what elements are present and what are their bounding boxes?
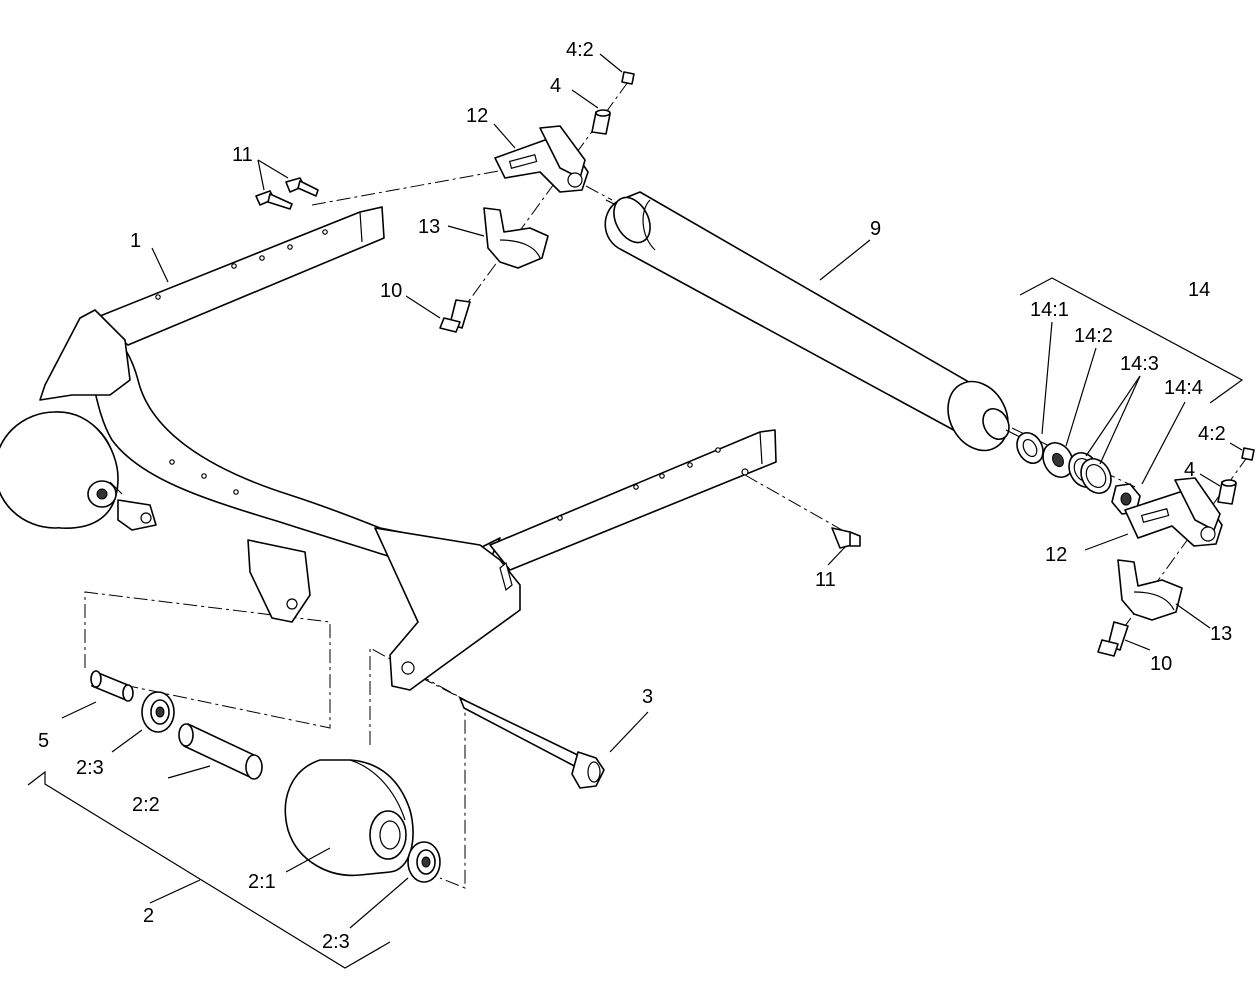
callout-4-right: 4 [1184,459,1195,481]
callout-13-top: 13 [418,216,440,238]
callout-5: 5 [38,730,49,752]
spacer-4-top [591,109,611,135]
callout-4-2-right: 4:2 [1198,423,1226,445]
axle-bolt-3 [459,697,605,789]
callout-2: 2 [143,905,154,927]
roller-bracket-12-right [1124,477,1223,547]
callout-10-right: 10 [1150,653,1172,675]
grease-fitting-4-2-top [621,71,635,85]
bolt-10-top [439,299,471,333]
callout-4-top: 4 [550,75,561,97]
callout-14-2: 14:2 [1074,325,1113,347]
callout-2-3-right: 2:3 [322,931,350,953]
bearing-14-2 [1042,442,1074,478]
bearing-14-1 [1016,431,1044,465]
callout-2-2: 2:2 [132,794,160,816]
callout-11-right: 11 [815,569,836,591]
callout-12-right: 12 [1045,544,1067,566]
leader-lines [61,53,1243,929]
front-frame-assembly [39,206,777,691]
callout-9: 9 [870,218,881,240]
callout-2-3-left: 2:3 [76,757,104,779]
assembly-bracket-2 [27,770,391,969]
bearing-2-3-left [141,691,175,733]
callout-3: 3 [642,686,653,708]
spacer-4-right [1217,479,1237,505]
assembly-bracket-14 [1019,277,1244,404]
clip-13-top [483,207,549,269]
caster-wheel-2-1 [284,759,414,877]
clip-13-right [1117,559,1183,621]
roller-tube-9 [604,191,1023,452]
callout-14-4: 14:4 [1164,377,1203,399]
bearing-2-3-right [407,841,441,883]
callout-2-1: 2:1 [248,871,276,893]
bolt-10-right [1097,621,1129,657]
grease-fitting-4-2-right [1241,447,1255,461]
callout-14-1: 14:1 [1030,299,1069,321]
callout-4-2-top: 4:2 [566,39,594,61]
seal-14-3 [1068,452,1112,494]
bolt-11-right [831,527,861,549]
callout-14-3: 14:3 [1120,353,1159,375]
callout-1: 1 [130,230,141,252]
callout-10-top: 10 [380,280,402,302]
callout-labels: 1 2 2:1 2:2 2:3 2:3 3 4 4 4:2 4:2 5 9 10… [38,39,1232,953]
bolts-11-left [255,177,319,210]
spacer-5 [90,670,134,702]
spacer-2-2 [178,723,263,780]
mounted-caster-wheel [0,411,123,529]
callout-14: 14 [1188,279,1210,301]
callout-13-right: 13 [1210,623,1232,645]
roller-bracket-12-top [494,125,589,193]
nut-14-4 [1111,483,1141,515]
callout-11-left: 11 [232,144,253,166]
callout-12-top: 12 [466,105,488,127]
